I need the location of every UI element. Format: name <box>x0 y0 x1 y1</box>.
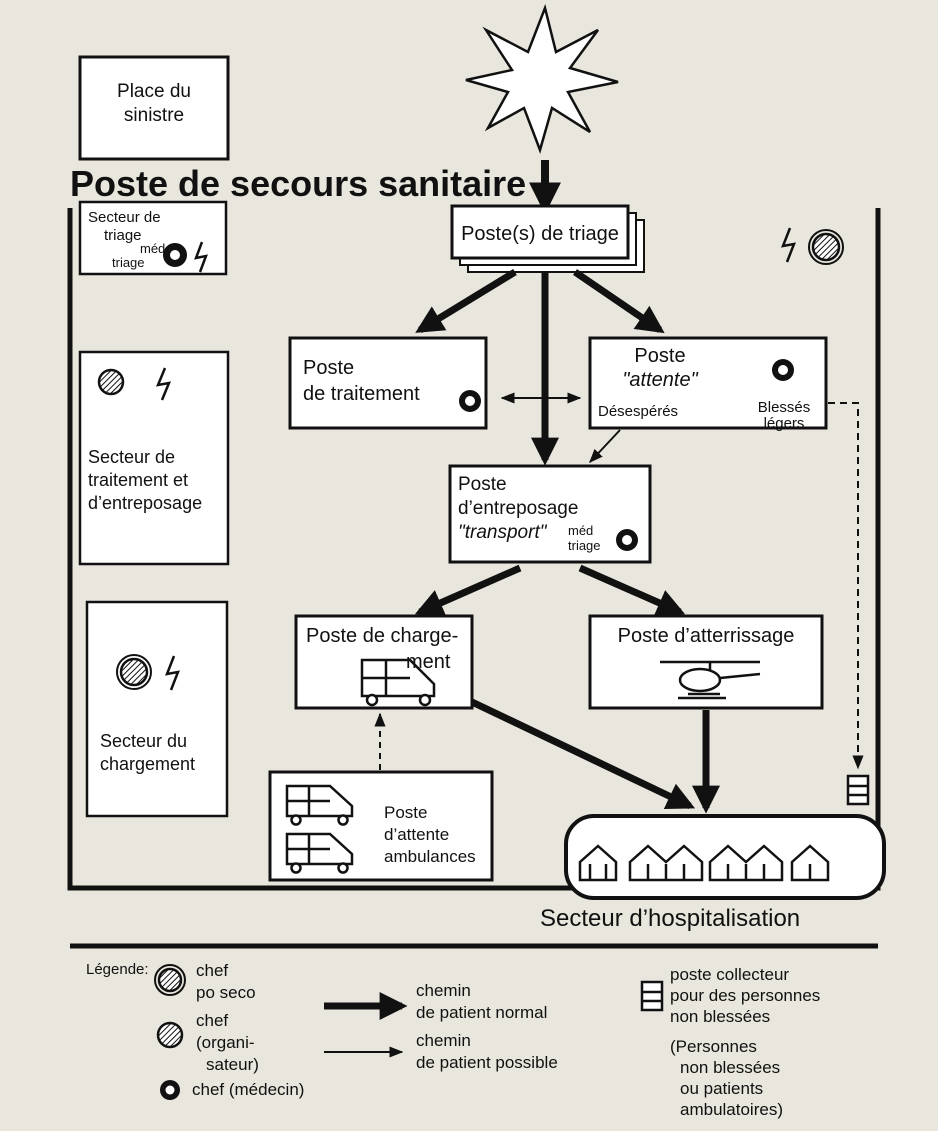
poste-attente-desesperes: Désespérés <box>598 403 678 420</box>
legend-personnes-4: ambulatoires) <box>680 1100 783 1119</box>
poste-triage-box <box>450 204 630 260</box>
place-sinistre-label-1: Place du <box>117 81 191 102</box>
legend-title: Légende: <box>86 961 149 978</box>
sector-traitement-line1: Secteur de <box>88 447 175 467</box>
poste-attente-legers: légers <box>764 415 805 432</box>
main-title: Poste de secours sanitaire <box>70 163 526 204</box>
chef-organisateur-icon <box>97 368 125 396</box>
sector-triage-line2: triage <box>104 227 142 244</box>
sector-traitement-line2: traitement et <box>88 470 188 490</box>
sector-triage-box <box>78 200 228 276</box>
arrow-entreposage-to-atterrissage <box>578 564 686 616</box>
legend-chef-organisateur-2: (organi- <box>196 1033 255 1052</box>
place-sinistre-label-2: sinistre <box>124 105 184 126</box>
legend-personnes-3: ou patients <box>680 1079 763 1098</box>
poste-entreposage-line3: "transport" <box>458 522 548 543</box>
poste-traitement-line2: de traitement <box>303 383 420 405</box>
poste-ambulances-box <box>268 770 494 882</box>
poste-entreposage-med: méd <box>568 523 593 538</box>
poste-traitement-box <box>288 336 488 430</box>
arrow-attente-to-entreposage <box>589 429 621 464</box>
legend-chemin-normal-2: de patient normal <box>416 1003 547 1022</box>
legend-personnes-1: (Personnes <box>670 1037 757 1056</box>
poste-entreposage-line1: Poste <box>458 474 507 495</box>
main-frame <box>67 208 881 891</box>
chef-po-seco-icon <box>811 232 841 262</box>
arrow-entreposage-to-chargement <box>414 564 522 616</box>
arrow-chargement-to-hospital <box>470 698 696 810</box>
lightning-icon <box>165 655 180 691</box>
poste-traitement-line1: Poste <box>303 357 354 379</box>
poste-atterrissage-label: Poste d’atterrissage <box>618 625 795 647</box>
collector-post-icon <box>846 774 870 806</box>
poste-triage-label: Poste(s) de triage <box>461 223 619 245</box>
poste-entreposage-line2: d’entreposage <box>458 498 578 519</box>
sector-triage-triage: triage <box>112 255 145 270</box>
sector-triage-line1: Secteur de <box>88 209 161 226</box>
poste-entreposage-triage: triage <box>568 538 601 553</box>
dashed-legers-to-collector <box>828 402 864 770</box>
poste-attente-line2: "attente" <box>622 369 698 391</box>
lightning-icon <box>781 227 796 263</box>
legend-chef-organisateur-icon <box>156 1021 184 1049</box>
legend-chemin-possible-2: de patient possible <box>416 1053 558 1072</box>
ambulance-icon <box>285 784 354 826</box>
legend-collector-3: non blessées <box>670 1007 770 1026</box>
legend-chemin-possible-1: chemin <box>416 1031 471 1050</box>
arrow-triage-to-traitement <box>415 269 517 333</box>
sector-chargement-box <box>85 600 229 818</box>
poste-ambulances-line1: Poste <box>384 803 427 822</box>
poste-entreposage-box <box>448 464 652 564</box>
poste-attente-box <box>588 336 828 430</box>
legend-collector-1: poste collecteur <box>670 965 789 984</box>
lightning-icon <box>194 241 208 273</box>
sector-chargement-line1: Secteur du <box>100 731 187 751</box>
sector-chargement-line2: chargement <box>100 754 195 774</box>
helicopter-icon <box>660 660 761 700</box>
sector-traitement-line3: d’entreposage <box>88 493 202 513</box>
legend-chef-po-seco-1: chef <box>196 961 228 980</box>
poste-attente-line1: Poste <box>634 345 685 367</box>
legend-chef-medecin: chef (médecin) <box>192 1080 304 1099</box>
explosion-star-icon <box>465 3 619 154</box>
chef-po-seco-icon <box>119 657 149 687</box>
arrow-triage-to-attente <box>573 269 665 334</box>
legend-collector-2: pour des personnes <box>670 986 820 1005</box>
poste-chargement-box <box>294 614 474 710</box>
ambulance-icon <box>360 658 436 707</box>
ambulance-icon <box>285 832 354 874</box>
legend-collector-icon <box>640 980 664 1012</box>
poste-attente-blesses: Blessés <box>758 399 811 416</box>
legend-chef-organisateur-3: sateur) <box>206 1055 259 1074</box>
poste-ambulances-line3: ambulances <box>384 847 476 866</box>
legend-chemin-normal-1: chemin <box>416 981 471 1000</box>
lightning-icon <box>155 367 172 401</box>
hospital-buildings-icon <box>578 844 830 882</box>
poste-chargement-line1: Poste de charge- <box>306 625 458 647</box>
legend-personnes-2: non blessées <box>680 1058 780 1077</box>
sector-triage-med: méd <box>140 241 165 256</box>
place-sinistre-box <box>78 55 230 161</box>
legend-chef-po-seco-2: po seco <box>196 983 256 1002</box>
legend-chef-organisateur-1: chef <box>196 1011 228 1030</box>
hospital-sector-label: Secteur d’hospitalisation <box>540 905 800 932</box>
poste-ambulances-line2: d’attente <box>384 825 449 844</box>
legend-chef-po-seco-icon <box>157 967 183 993</box>
